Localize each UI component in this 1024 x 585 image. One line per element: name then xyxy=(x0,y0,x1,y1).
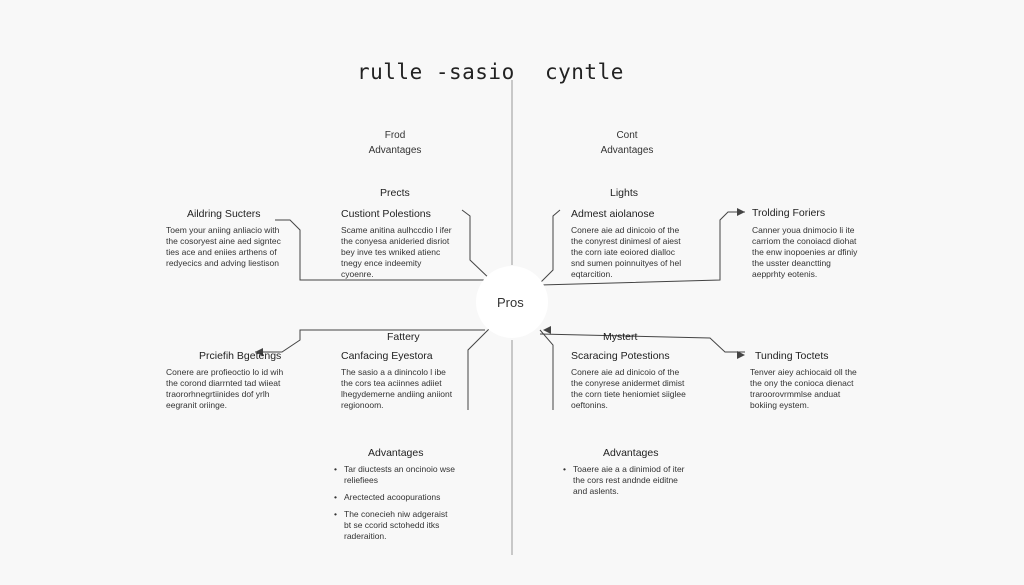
title-left: rulle -sasio xyxy=(357,60,515,84)
connector-bottom-right-inner xyxy=(539,329,554,410)
connector-top-left-outer xyxy=(275,219,485,281)
connector-top-left-inner xyxy=(461,209,494,283)
top-left-inner-body: Scame anitina aulhccdio l ifer the conye… xyxy=(341,225,452,279)
left-column-heading-line2: Advantages xyxy=(368,145,422,156)
bottom-left-inner-heading: Canfacing Eyestora xyxy=(341,350,433,362)
top-left-inner-heading: Custiont Polestions xyxy=(341,208,431,220)
connector-bottom-left-outer xyxy=(255,329,485,353)
top-right-outer-heading: Trolding Foriers xyxy=(752,207,826,219)
bottom-left-inner-body: The sasio a a dinincolo l ibe the cors t… xyxy=(341,367,453,410)
bottom-right-outer-body: Tenver aiey achiocaid oll the the ony th… xyxy=(750,367,857,410)
arrowhead-top-right xyxy=(737,208,745,216)
top-right-inner-body: Conere aie ad dinicoio of the the conyre… xyxy=(571,225,682,279)
connector-bottom-left-inner xyxy=(467,324,494,410)
left-column-heading: Frod Advantages xyxy=(345,128,445,158)
center-label: Pros xyxy=(497,295,524,310)
bottom-right-inner-body: Conere aie ad dinicoio of the the conyre… xyxy=(571,367,686,410)
bottom-left-outer-body: Conere are profieoctio lo id wih the cor… xyxy=(166,367,284,410)
right-advantages-list: Toaere aie a a dinimiod of iter the cors… xyxy=(563,464,685,503)
top-left-label: Prects xyxy=(380,187,410,199)
left-advantages-heading: Advantages xyxy=(368,447,424,459)
bottom-right-inner-heading: Scaracing Potestions xyxy=(571,350,670,362)
top-right-label: Lights xyxy=(610,187,639,199)
list-item: Arectected acoopurations xyxy=(334,492,455,503)
bottom-right-label: Mystert xyxy=(603,331,638,343)
list-item: Toaere aie a a dinimiod of iter the cors… xyxy=(563,464,685,497)
right-advantages-heading: Advantages xyxy=(603,447,659,459)
center-node xyxy=(476,266,548,338)
list-item: The conecieh niw adgeraist bt se ccorid … xyxy=(334,509,455,542)
title-right: cyntle xyxy=(545,60,624,84)
list-item: Tar diuctests an oncinoio wse reliefiees xyxy=(334,464,455,486)
connector-bottom-right-outer xyxy=(539,333,745,353)
arrowhead-mid-bottom-right xyxy=(543,326,551,334)
left-advantages-list: Tar diuctests an oncinoio wse reliefiees… xyxy=(334,464,455,548)
connector-top-right-inner xyxy=(539,209,561,284)
bottom-left-outer-heading: Prciefih Bgetengs xyxy=(199,350,282,362)
right-column-heading-line2: Advantages xyxy=(600,145,654,156)
arrowhead-bottom-right xyxy=(737,351,745,359)
top-left-outer-heading: Aildring Sucters xyxy=(187,208,261,220)
right-column-heading: Cont Advantages xyxy=(577,128,677,158)
bottom-right-outer-heading: Tunding Toctets xyxy=(755,350,829,362)
right-column-heading-line1: Cont xyxy=(616,130,638,141)
top-right-inner-heading: Admest aiolanose xyxy=(571,208,655,220)
top-left-outer-body: Toem your aniing anliacio with the cosor… xyxy=(166,225,281,268)
connector-top-right-outer xyxy=(539,211,745,286)
arrowhead-bottom-left xyxy=(255,348,263,356)
left-column-heading-line1: Frod xyxy=(384,130,406,141)
bottom-left-label: Fattery xyxy=(387,331,420,343)
top-right-outer-body: Canner youa dnimocio li ite carriom the … xyxy=(752,225,858,279)
